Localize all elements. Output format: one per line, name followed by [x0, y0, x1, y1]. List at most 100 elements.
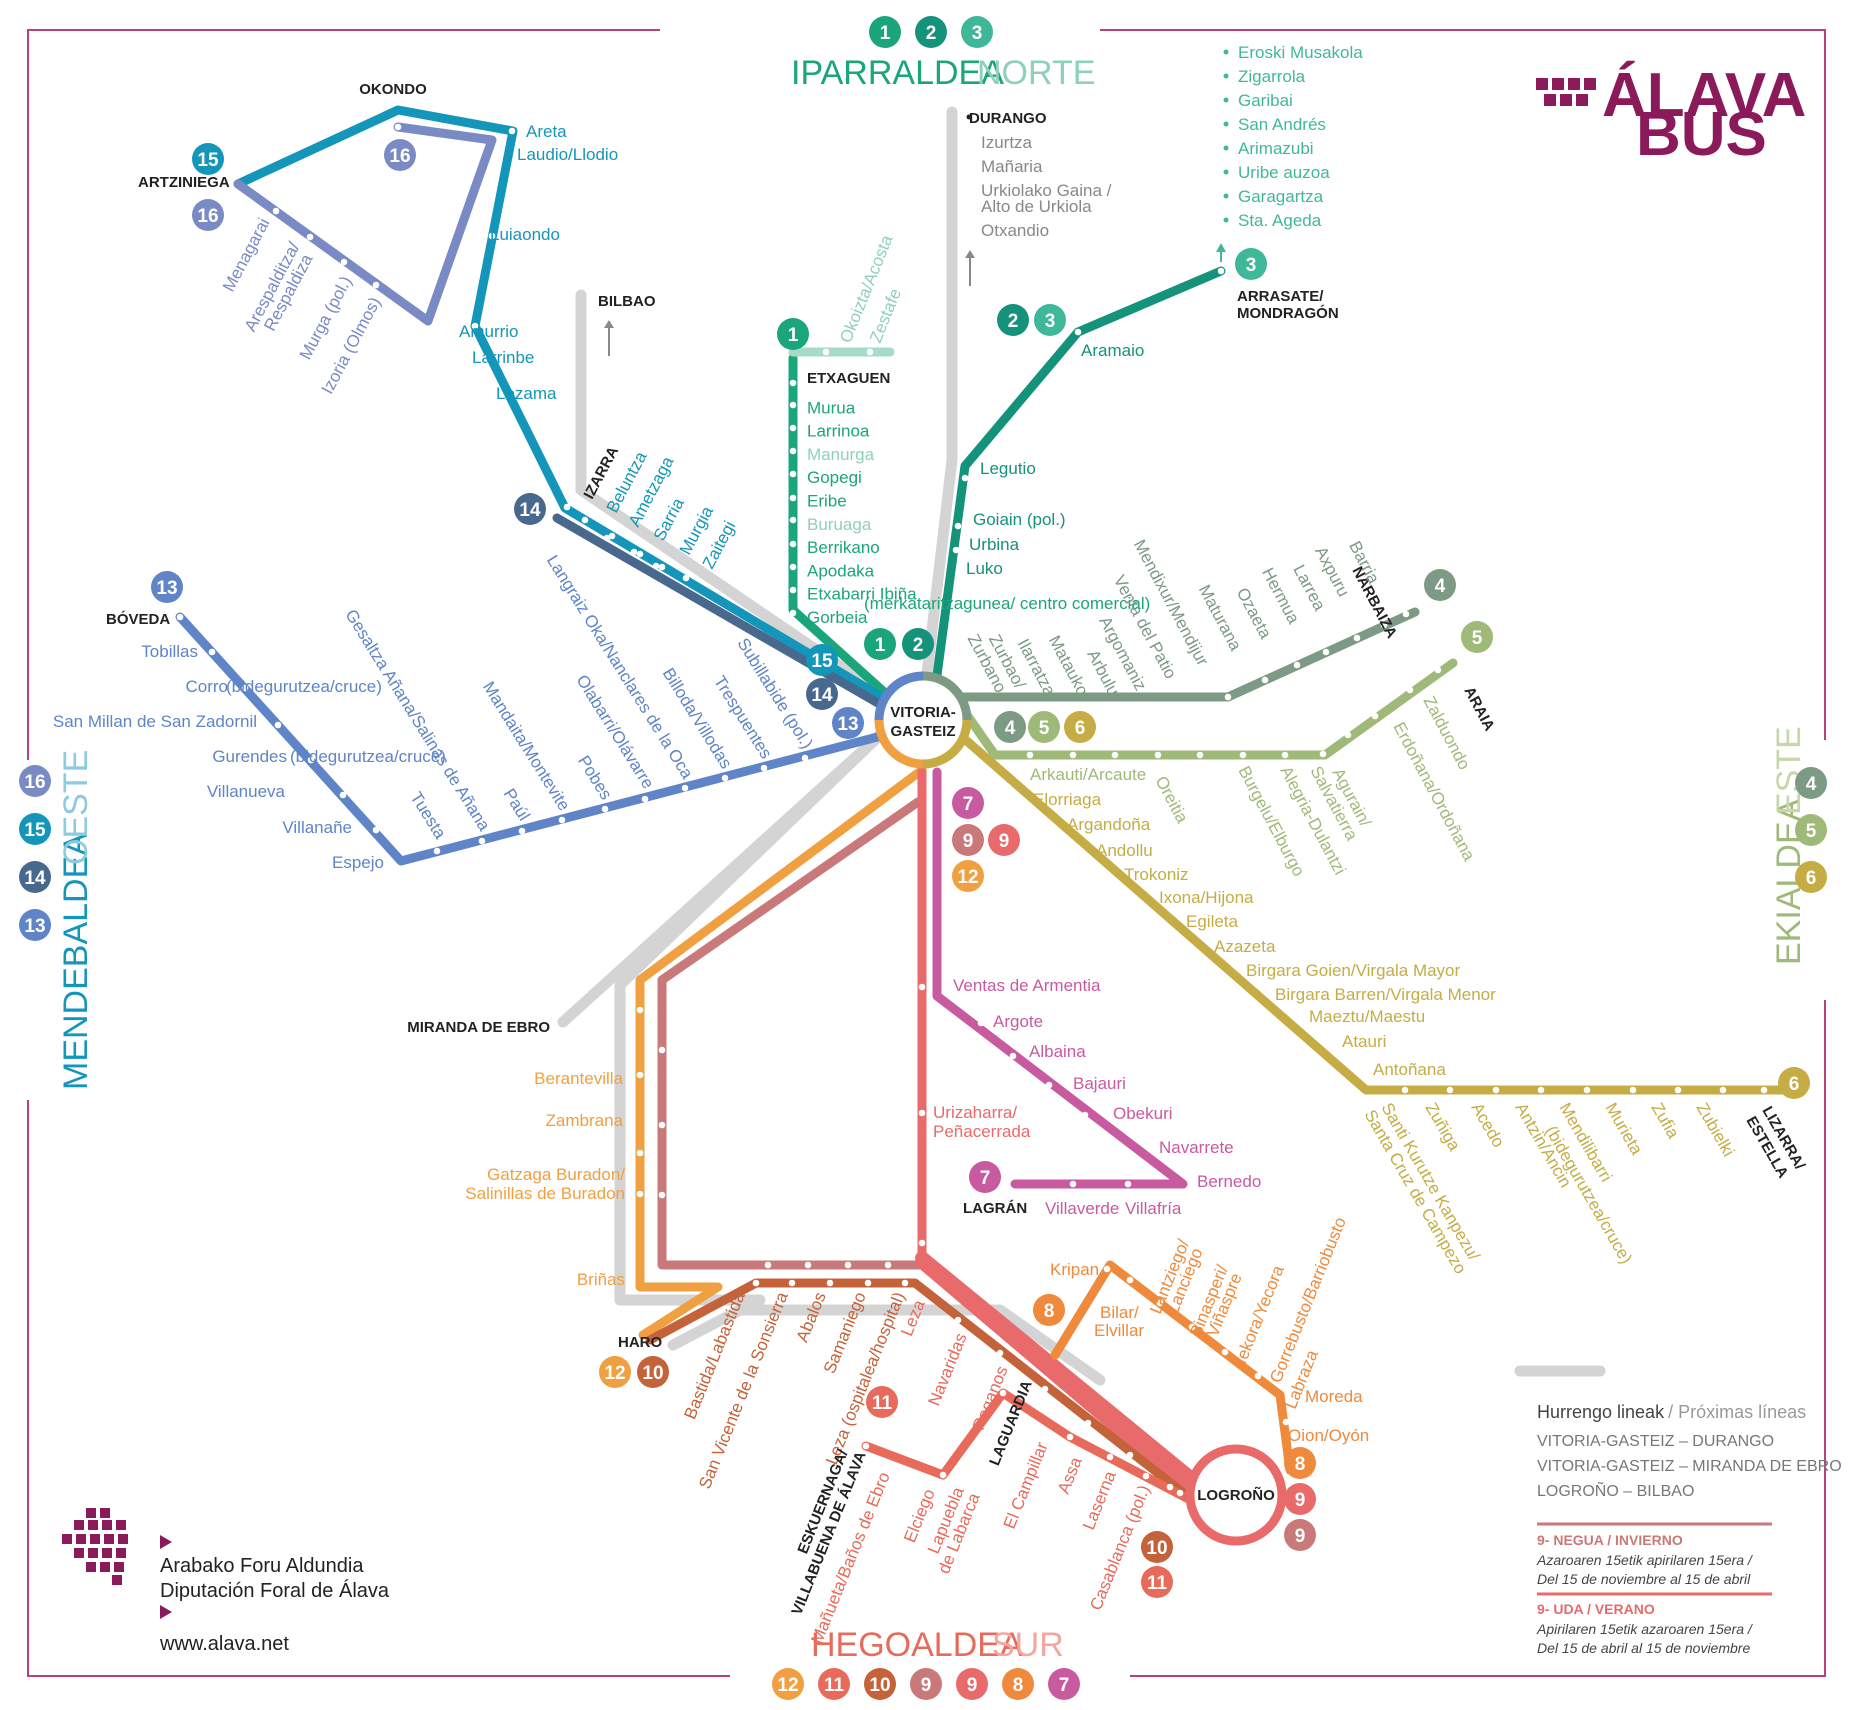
station-dot[interactable]	[1446, 1086, 1454, 1094]
station-dot[interactable]	[1115, 1141, 1123, 1149]
station-dot[interactable]	[1371, 712, 1379, 720]
station-dot[interactable]	[1148, 1172, 1156, 1180]
station-dot[interactable]	[918, 1239, 926, 1247]
station-dot[interactable]	[789, 563, 797, 571]
station-dot[interactable]	[1224, 693, 1232, 701]
station-dot[interactable]	[478, 837, 486, 845]
line-11-badge[interactable]: 11	[866, 1386, 898, 1418]
station-dot[interactable]	[955, 570, 963, 578]
station-dot[interactable]	[307, 756, 315, 764]
station-dot[interactable]	[954, 1316, 962, 1324]
station-dot[interactable]	[996, 1349, 1004, 1357]
station-dot[interactable]	[208, 648, 216, 656]
line-6-badge[interactable]: 6	[1795, 861, 1827, 893]
station-dot[interactable]	[1266, 1013, 1274, 1021]
station-dot[interactable]	[630, 548, 638, 556]
station-dot[interactable]	[789, 516, 797, 524]
station-dot[interactable]	[789, 586, 797, 594]
station-dot[interactable]	[1126, 1276, 1134, 1284]
station-dot[interactable]	[1674, 1086, 1682, 1094]
line-5-badge[interactable]: 5	[1795, 814, 1827, 846]
station-dot[interactable]	[681, 784, 689, 792]
line-15-badge[interactable]: 15	[806, 644, 838, 676]
station-dot[interactable]	[1402, 610, 1410, 618]
line-11-badge[interactable]: 11	[818, 1668, 850, 1700]
station-dot[interactable]	[901, 1279, 909, 1287]
station-dot[interactable]	[1156, 1299, 1164, 1307]
station-dot[interactable]	[801, 754, 809, 762]
line-12-badge[interactable]: 12	[772, 1668, 804, 1700]
station-dot[interactable]	[977, 1019, 985, 1027]
station-dot[interactable]	[1629, 1086, 1637, 1094]
station-dot[interactable]	[1124, 1180, 1132, 1188]
station-dot[interactable]	[879, 1458, 887, 1466]
station-dot[interactable]	[1142, 1472, 1150, 1480]
line-15-badge[interactable]: 15	[192, 143, 224, 175]
station-dot[interactable]	[1106, 1453, 1114, 1461]
station-dot[interactable]	[862, 1442, 870, 1450]
logrono-hub[interactable]	[1185, 1444, 1287, 1546]
line-10-badge[interactable]: 10	[864, 1668, 896, 1700]
station-dot[interactable]	[508, 127, 516, 135]
station-dot[interactable]	[1281, 751, 1289, 759]
line-14-badge[interactable]: 14	[806, 678, 838, 710]
station-dot[interactable]	[721, 774, 729, 782]
station-dot[interactable]	[1322, 648, 1330, 656]
station-dot[interactable]	[1111, 751, 1119, 759]
station-dot[interactable]	[340, 258, 348, 266]
station-dot[interactable]	[789, 401, 797, 409]
line-3-badge[interactable]: 3	[1034, 304, 1066, 336]
station-dot[interactable]	[918, 983, 926, 991]
station-dot[interactable]	[641, 795, 649, 803]
station-dot[interactable]	[844, 1261, 852, 1269]
station-dot[interactable]	[1154, 751, 1162, 759]
station-dot[interactable]	[682, 574, 690, 582]
station-dot[interactable]	[789, 447, 797, 455]
station-dot[interactable]	[636, 1071, 644, 1079]
line-14-badge[interactable]: 14	[514, 493, 546, 525]
station-dot[interactable]	[1126, 1451, 1134, 1459]
station-dot[interactable]	[176, 613, 184, 621]
station-dot[interactable]	[724, 1281, 732, 1289]
line-1-badge[interactable]: 1	[777, 318, 809, 350]
station-dot[interactable]	[1004, 783, 1012, 791]
station-dot[interactable]	[1344, 731, 1352, 739]
station-dot[interactable]	[1069, 751, 1077, 759]
station-dot[interactable]	[563, 503, 571, 511]
station-dot[interactable]	[1196, 751, 1204, 759]
line-2-badge[interactable]: 2	[915, 16, 947, 48]
station-dot[interactable]	[1188, 1323, 1196, 1331]
line-4-badge[interactable]: 4	[1424, 569, 1456, 601]
station-dot[interactable]	[601, 805, 609, 813]
station-dot[interactable]	[884, 1261, 892, 1269]
line-9-badge[interactable]: 9	[910, 1668, 942, 1700]
station-dot[interactable]	[804, 1261, 812, 1269]
line-8-badge[interactable]: 8	[1033, 1294, 1065, 1326]
station-dot[interactable]	[372, 281, 380, 289]
station-dot[interactable]	[1009, 1052, 1017, 1060]
line-9-badge[interactable]: 9	[1284, 1519, 1316, 1551]
line-13-badge[interactable]: 13	[19, 909, 51, 941]
station-dot[interactable]	[1760, 1086, 1768, 1094]
station-dot[interactable]	[1074, 328, 1082, 336]
line-6-badge[interactable]: 6	[1778, 1067, 1810, 1099]
line-9-badge[interactable]: 9	[1284, 1483, 1316, 1515]
line-10-badge[interactable]: 10	[637, 1356, 669, 1388]
station-dot[interactable]	[789, 424, 797, 432]
station-dot[interactable]	[1103, 1265, 1111, 1273]
station-dot[interactable]	[961, 474, 969, 482]
line-4-badge[interactable]: 4	[1795, 767, 1827, 799]
station-dot[interactable]	[1084, 1419, 1092, 1427]
station-dot[interactable]	[603, 534, 611, 542]
line-1-badge[interactable]: 1	[864, 628, 896, 660]
station-dot[interactable]	[488, 232, 496, 240]
line-7-badge[interactable]: 7	[969, 1161, 1001, 1193]
station-dot[interactable]	[1228, 980, 1236, 988]
station-dot[interactable]	[822, 348, 830, 356]
station-dot[interactable]	[760, 764, 768, 772]
station-dot[interactable]	[1166, 1483, 1174, 1491]
station-dot[interactable]	[1353, 634, 1361, 642]
station-dot[interactable]	[1079, 849, 1087, 857]
line-9-badge[interactable]: 9	[988, 824, 1020, 856]
